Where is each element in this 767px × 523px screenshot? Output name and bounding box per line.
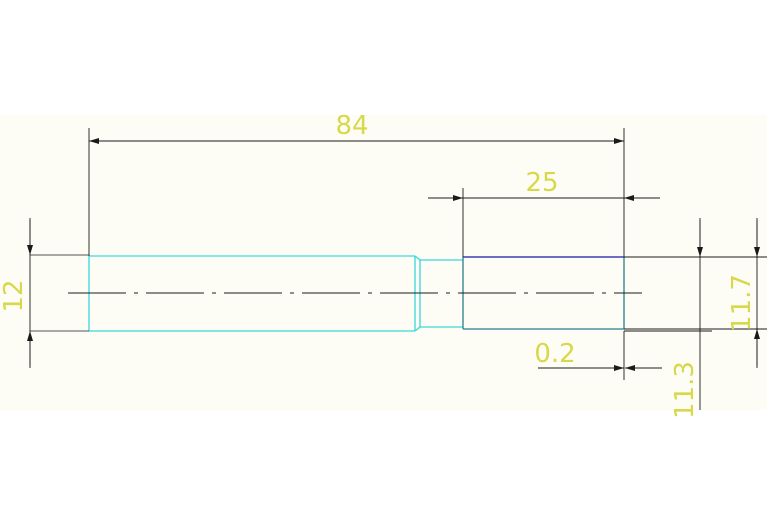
dimension-label-0-2: 0.2 [534,339,575,369]
dimension-label-11-3: 11.3 [670,361,700,419]
dimension-label-84: 84 [335,111,368,141]
dimension-right-section-length: 25 [428,168,660,257]
shaft-outline [88,255,625,332]
dimension-lower-diameter: 11.3 [624,218,712,419]
groove-chamfer-top [414,255,421,261]
drawing-area-band [0,115,767,410]
dimension-step-offset: 0.2 [534,331,662,380]
dimension-overall-length: 84 [88,111,625,257]
groove-chamfer-bottom [414,326,421,332]
dimension-left-diameter: 12 [0,218,33,368]
dimension-label-25: 25 [525,168,558,198]
dimension-label-12: 12 [0,279,29,312]
dimension-right-diameter: 11.7 [624,218,767,368]
dimension-label-11-7: 11.7 [727,274,757,332]
